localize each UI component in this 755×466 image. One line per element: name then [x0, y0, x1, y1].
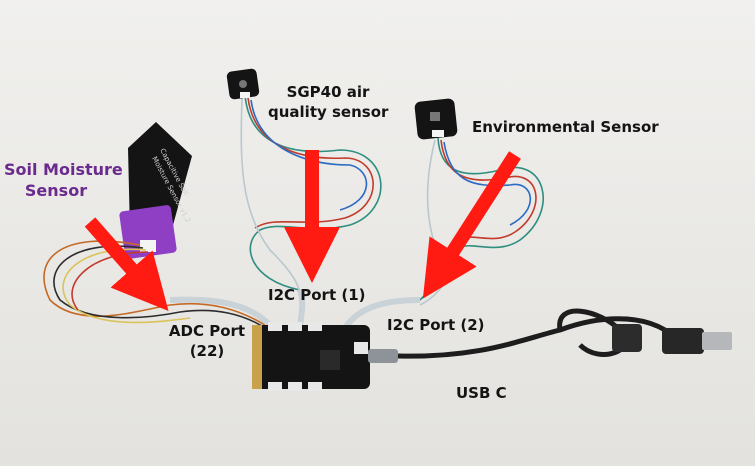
environmental-sensor-label: Environmental Sensor: [472, 118, 659, 136]
i2c-port-1-label: I2C Port (1): [268, 286, 366, 304]
environmental-board: [414, 98, 458, 140]
sgp40-label-line2: quality sensor: [268, 102, 389, 121]
soil-moisture-probe: Capacitive Soil Moisture Sensor v1.2: [119, 122, 192, 259]
soil-moisture-label-line1: Soil Moisture: [4, 160, 123, 179]
sgp40-label-line1: SGP40 air: [286, 83, 370, 101]
red-arrows: [84, 150, 521, 311]
adc-port-label: ADC Port (22): [168, 322, 246, 361]
sgp40-board: [226, 68, 260, 100]
arrow-env-to-i2c2: [422, 151, 521, 299]
usb-c-label: USB C: [456, 384, 507, 402]
adc-port-label-line2: (22): [189, 341, 225, 360]
adc-port-label-line1: ADC Port: [168, 322, 246, 340]
soil-moisture-label: Soil Moisture Sensor: [4, 160, 123, 202]
main-board: [252, 322, 370, 391]
i2c-port-2-label: I2C Port (2): [387, 316, 485, 334]
arrow-soil-to-adc: [84, 217, 169, 311]
soil-moisture-label-line2: Sensor: [24, 180, 88, 200]
usb-c-cable: [368, 308, 732, 363]
sgp40-label: SGP40 air quality sensor: [268, 83, 388, 122]
